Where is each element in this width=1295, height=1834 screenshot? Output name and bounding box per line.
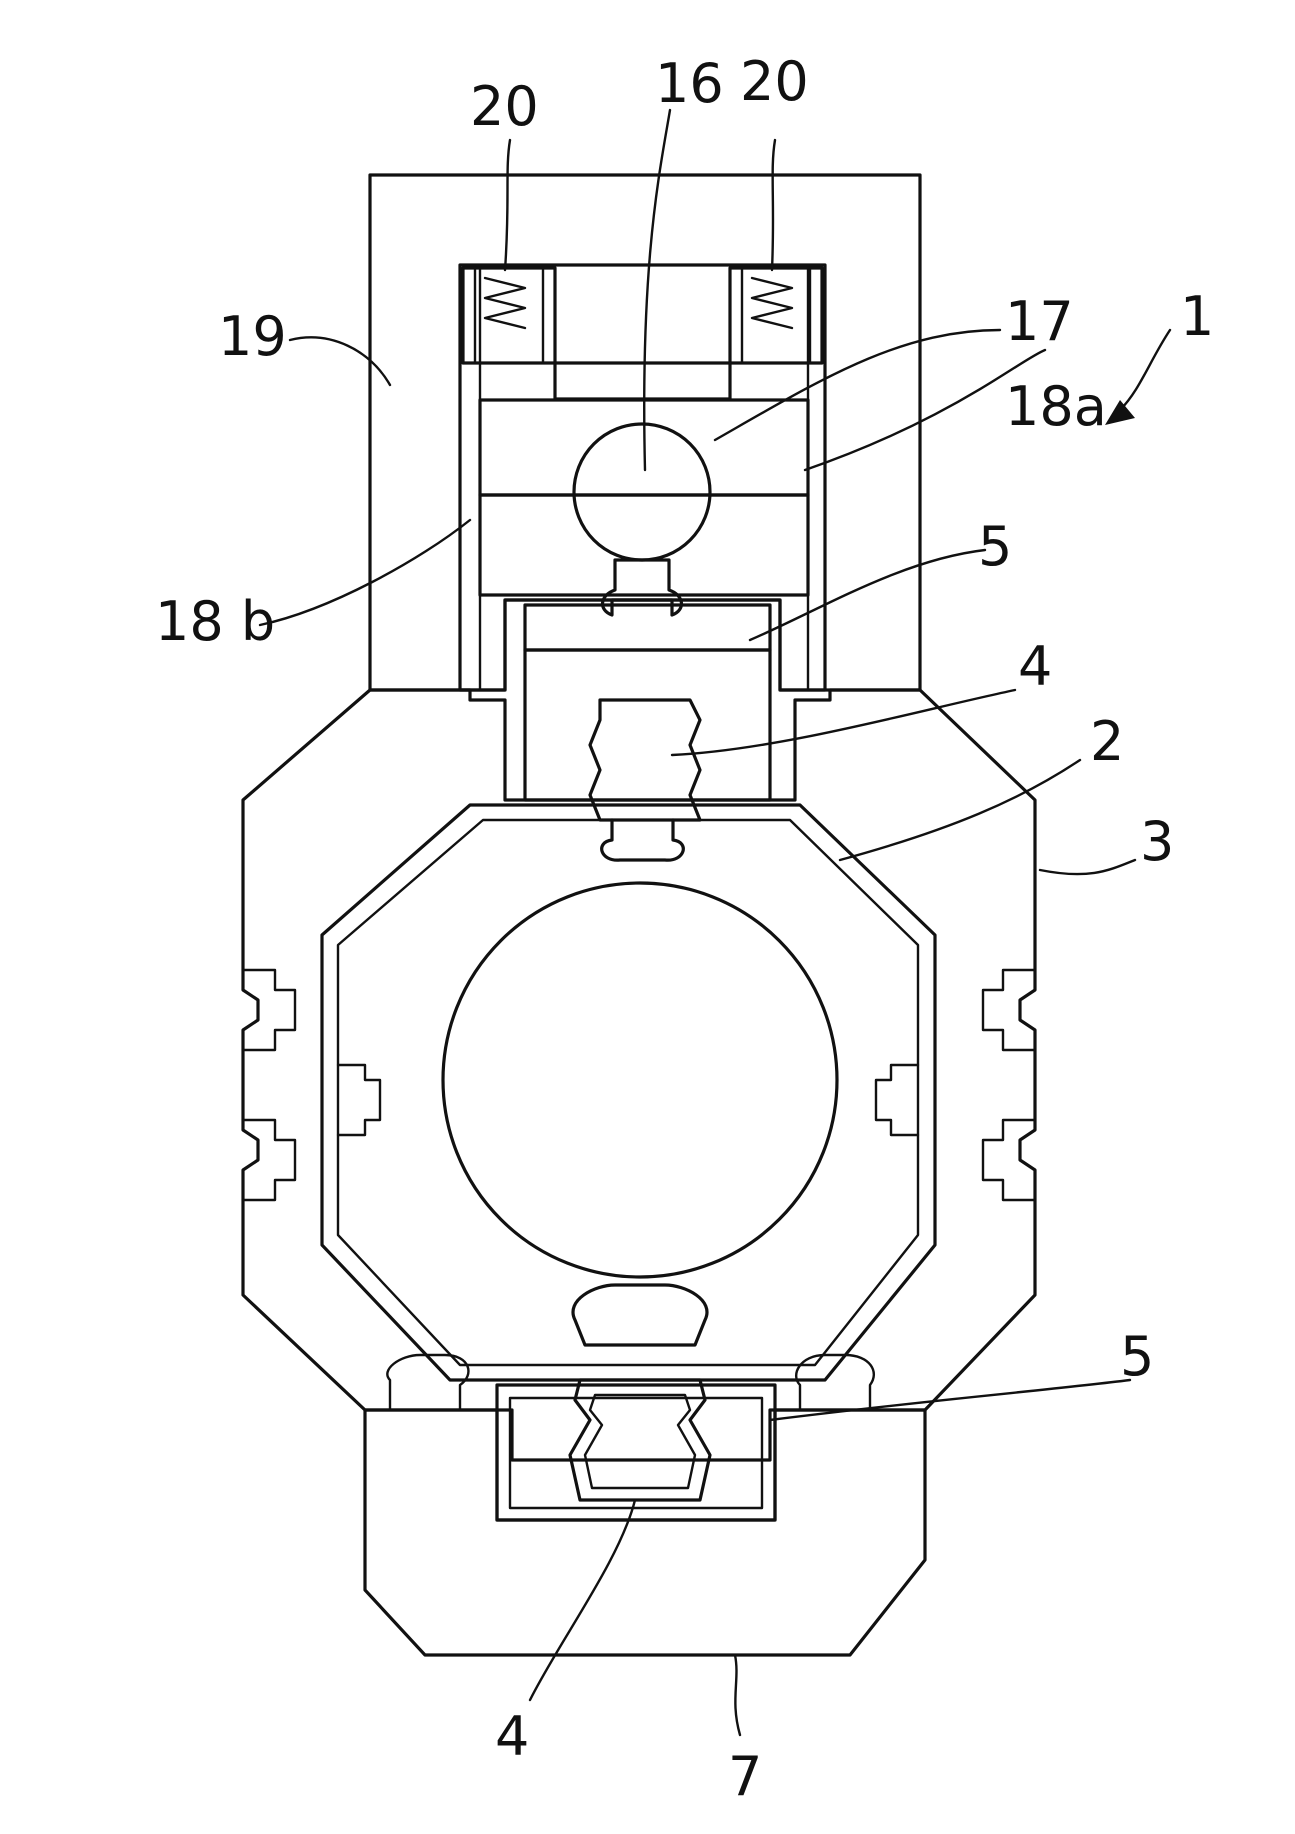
label-2: 2 — [1090, 710, 1124, 773]
reference-numerals: 20 16 20 19 17 1 18a 18 b 5 4 2 3 5 4 7 — [155, 50, 1214, 1808]
rail-4-upper — [590, 700, 700, 860]
body-2 — [322, 805, 935, 1380]
pressure-plate — [555, 363, 730, 399]
label-4-upper: 4 — [1018, 635, 1052, 698]
label-1: 1 — [1180, 285, 1214, 348]
carriage-5-upper — [525, 605, 770, 800]
label-16: 16 — [655, 52, 724, 115]
socket-block-18b — [480, 495, 808, 595]
label-4-lower: 4 — [495, 1705, 529, 1768]
spring-pocket-left — [463, 268, 555, 363]
label-18a: 18a — [1005, 375, 1107, 438]
label-19: 19 — [218, 305, 287, 368]
foot-7 — [365, 1410, 925, 1655]
label-18b: 18 b — [155, 590, 275, 653]
ball-joint-16 — [574, 424, 710, 615]
label-7: 7 — [728, 1745, 762, 1808]
t-slot-lower-left — [387, 1355, 468, 1410]
t-slot-lower-right — [796, 1355, 874, 1410]
label-5-upper: 5 — [978, 515, 1012, 578]
rail-4-lower — [570, 1285, 710, 1500]
label-5-lower: 5 — [1120, 1325, 1154, 1388]
label-20-left: 20 — [470, 75, 539, 138]
label-20-right: 20 — [740, 50, 809, 113]
label-3: 3 — [1140, 810, 1174, 873]
label-17: 17 — [1005, 290, 1074, 353]
